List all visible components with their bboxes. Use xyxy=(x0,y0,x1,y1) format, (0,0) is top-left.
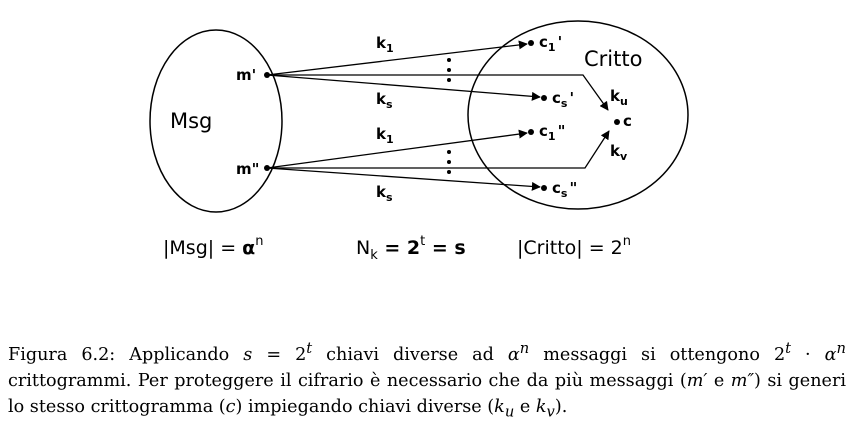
ciphertext-csp-label: cs' xyxy=(552,89,574,110)
arrow-m2-c1pp xyxy=(266,129,528,169)
message-m2-label: m" xyxy=(236,160,259,178)
ciphertext-cspp-dot xyxy=(541,185,547,191)
ciphertext-c-label: c xyxy=(623,112,632,130)
arrow-m1-c1p xyxy=(266,40,528,76)
ciphertext-cspp-label: cs" xyxy=(552,179,577,200)
ciphertext-c-dot xyxy=(614,119,620,125)
ciphertext-csp-dot xyxy=(541,95,547,101)
key-label-k1-top: k1 xyxy=(376,34,394,55)
critto-set-ellipse xyxy=(467,20,689,210)
arrow-m1-c xyxy=(267,74,609,111)
key-label-ks-bottom: ks xyxy=(376,183,393,204)
arrow-m2-c xyxy=(267,130,610,169)
msg-set-label: Msg xyxy=(170,109,212,133)
arrow-m1-csp xyxy=(266,74,541,101)
ellipsis-dots-bottom xyxy=(447,150,451,174)
arrow-m2-cspp xyxy=(266,167,541,191)
ciphertext-c1pp-dot xyxy=(528,129,534,135)
equation-nk: Nk = 2t = s xyxy=(356,234,466,263)
ellipsis-dots-top xyxy=(447,58,451,82)
figure-caption: Figura 6.2: Applicando s = 2t chiavi div… xyxy=(8,340,846,421)
ciphertext-c1p-label: c1' xyxy=(539,33,562,54)
ciphertext-c1p-dot xyxy=(528,40,534,46)
key-label-kv: kv xyxy=(610,142,628,163)
key-label-k1-bottom: k1 xyxy=(376,125,394,146)
equation-critto-size: |Critto| = 2n xyxy=(517,234,631,259)
message-m1-label: m' xyxy=(236,66,256,84)
msg-set-ellipse xyxy=(149,29,283,213)
cipher-diagram: Msg Critto m' m" k1 ks k1 ks ku kv c1' c… xyxy=(149,20,689,263)
key-label-ks-top: ks xyxy=(376,90,393,111)
key-label-ku: ku xyxy=(610,87,628,108)
ciphertext-c1pp-label: c1" xyxy=(539,122,565,143)
equation-msg-size: |Msg| = αn xyxy=(163,234,263,259)
critto-set-label: Critto xyxy=(584,47,642,71)
